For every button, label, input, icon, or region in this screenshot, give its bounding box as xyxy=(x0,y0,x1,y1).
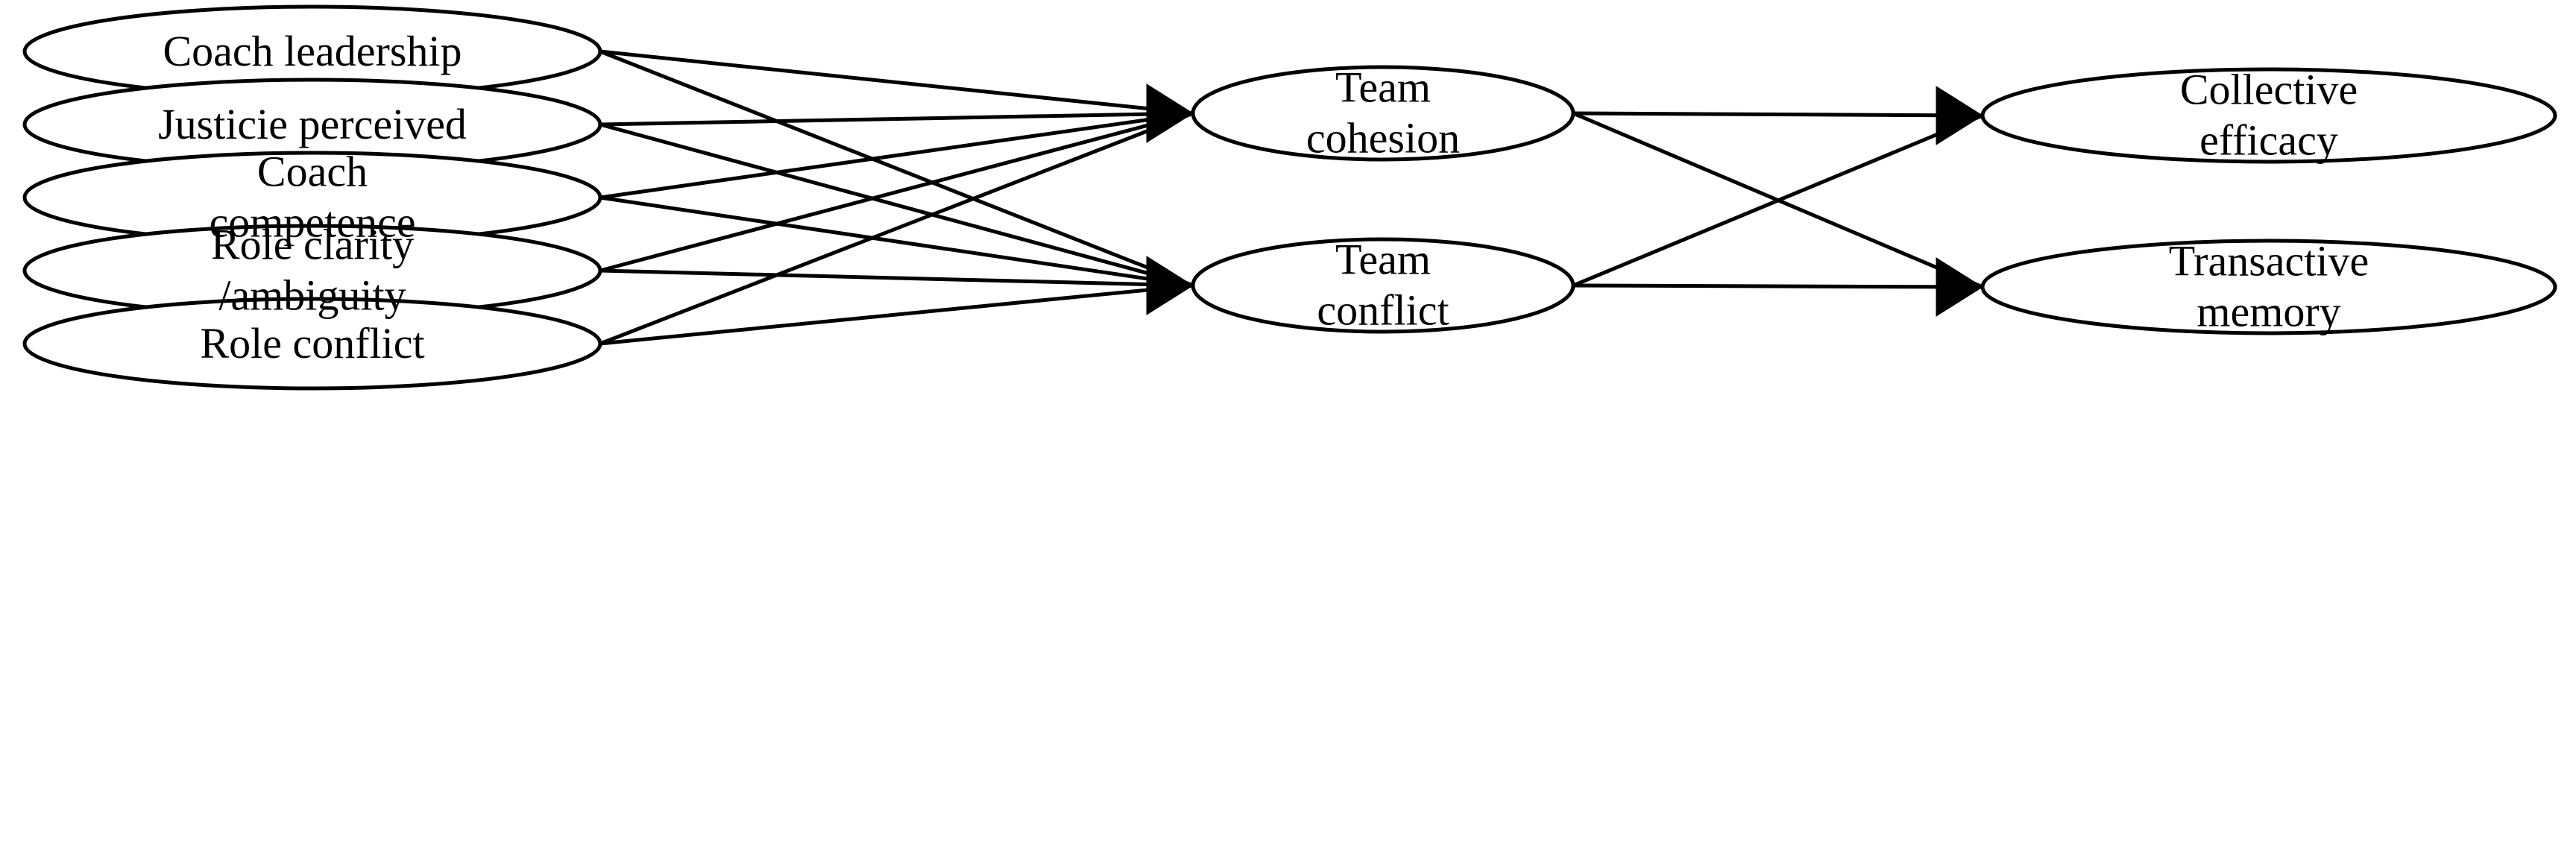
edge-team-conflict-to-transactive-memory xyxy=(1572,283,1983,289)
edge-justicie-perceived-to-team-conflict xyxy=(599,122,1194,288)
node-ellipse-transactive-memory[interactable] xyxy=(1980,239,2557,335)
arrowhead-team-cohesion xyxy=(1146,83,1194,143)
nodes-layer xyxy=(22,4,2557,391)
edge-role-clarity-ambiguity-to-team-cohesion xyxy=(599,111,1194,273)
edge-coach-competence-to-team-cohesion xyxy=(599,111,1194,200)
arrowhead-team-conflict xyxy=(1146,256,1194,315)
node-ellipse-team-cohesion[interactable] xyxy=(1191,65,1575,162)
edge-role-clarity-ambiguity-to-team-conflict xyxy=(599,268,1194,288)
edge-role-conflict-to-team-conflict xyxy=(599,283,1194,346)
edge-coach-leadership-to-team-cohesion xyxy=(599,49,1194,116)
edge-justicie-perceived-to-team-cohesion xyxy=(599,111,1194,127)
node-ellipse-team-conflict[interactable] xyxy=(1191,237,1575,334)
edge-team-conflict-to-collective-efficacy xyxy=(1572,113,1983,288)
edge-team-cohesion-to-collective-efficacy xyxy=(1572,111,1983,118)
arrowheads-layer xyxy=(1146,83,1983,317)
edge-coach-leadership-to-team-conflict xyxy=(599,49,1194,288)
edges-layer xyxy=(599,49,1983,346)
arrowhead-collective-efficacy xyxy=(1936,86,1983,145)
edge-role-conflict-to-team-cohesion xyxy=(599,111,1194,346)
node-ellipse-collective-efficacy[interactable] xyxy=(1980,67,2557,164)
arrowhead-transactive-memory xyxy=(1936,257,1983,317)
edge-coach-competence-to-team-conflict xyxy=(599,195,1194,288)
node-ellipse-role-conflict[interactable] xyxy=(22,297,602,391)
